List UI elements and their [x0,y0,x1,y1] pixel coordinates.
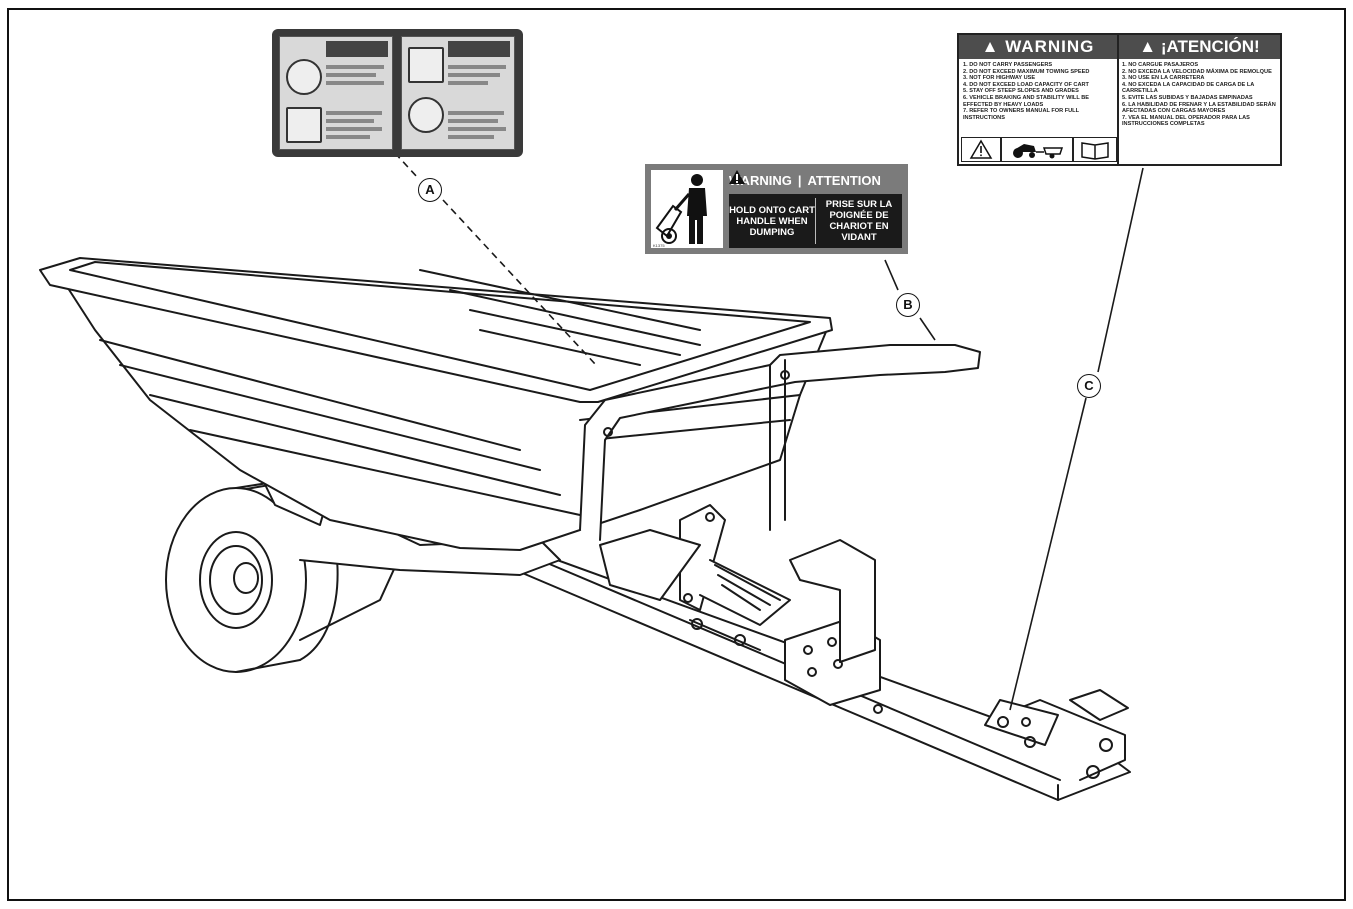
list-item: 7. VEA EL MANUAL DEL OPERADOR PARA LAS I… [1122,114,1250,128]
no-passengers-icon [286,59,322,95]
leader-c-bottom [1009,397,1087,711]
decal-b-text-english: HOLD ONTO CART HANDLE WHEN DUMPING [729,204,815,238]
list-item: 3. NOT FOR HIGHWAY USE [963,75,1036,82]
rotating-part-icon [408,97,444,133]
decal-a-right-panel [401,36,515,150]
list-item: 4. NO EXCEDA LA CAPACIDAD DE CARGA DE LA… [1122,81,1255,95]
warning-triangle-icon: ▲ [1139,37,1161,56]
decal-b-attention: ATTENTION [807,173,881,188]
decal-c-heading-en-text: WARNING [1005,37,1095,56]
wheel [165,477,406,673]
decal-b-warning: WARNING [729,173,792,188]
decal-c-heading-es-text: ¡ATENCIÓN! [1160,37,1260,56]
decal-c: ▲ WARNING ▲ ¡ATENCIÓN! 1. DO NOT CARRY P… [957,33,1282,166]
towing-icon [286,107,322,143]
list-item: 6. VEHICLE BRAKING AND STABILITY WILL BE… [963,94,1089,108]
decal-b-code: K1375 [653,243,665,248]
warning-triangle-icon: ▲ [981,37,1006,56]
list-item: 5. EVITE LAS SUBIDAS Y BAJADAS EMPINADAS [1122,94,1253,101]
decal-c-list-spanish: 1. NO CARGUE PASAJEROS 2. NO EXCEDA LA V… [1122,62,1280,128]
list-item: 3. NO USE EN LA CARRETERA [1122,75,1205,82]
decal-a-right-header [448,41,510,57]
dump-latch [599,504,791,651]
decal-a-left-panel [279,36,393,150]
decal-a [272,29,523,157]
leader-a-bottom [442,199,597,366]
decal-b-divider [815,198,816,244]
person-with-cart-icon [655,174,707,244]
decal-b: K1375 WARNING | ATTENTION HOLD ONTO CART… [645,164,908,254]
decal-b-text-french: PRISE SUR LA POIGNÉE DE CHARIOT EN VIDAN… [825,199,893,243]
leader-b-top [884,259,899,291]
warning-triangle-icon [729,170,745,184]
decal-a-left-header [326,41,388,57]
list-item: 4. DO NOT EXCEED LOAD CAPACITY OF CART [963,81,1089,88]
decal-b-body: HOLD ONTO CART HANDLE WHEN DUMPING PRISE… [729,194,902,248]
caution-triangle-icon [961,137,1001,162]
decal-b-heading: WARNING | ATTENTION [729,170,901,192]
tractor-towing-icon [1001,137,1073,162]
decal-c-heading-spanish: ▲ ¡ATENCIÓN! [1119,35,1280,59]
list-item: 2. DO NOT EXCEED MAXIMUM TOWING SPEED [963,68,1090,75]
list-item: 1. NO CARGUE PASAJEROS [1122,62,1199,68]
hitch-bracket [784,539,881,706]
decal-c-icon-row [961,137,1117,164]
cart-handle [579,344,981,541]
callout-c: C [1077,374,1101,398]
list-item: 2. NO EXCEDA LA VELOCIDAD MÁXIMA DE REMO… [1122,68,1272,75]
list-item: 1. DO NOT CARRY PASSENGERS [963,62,1053,68]
callout-b: B [896,293,920,317]
list-item: 5. STAY OFF STEEP SLOPES AND GRADES [963,88,1079,95]
decal-b-separator: | [797,173,802,188]
owners-manual-icon [1073,137,1117,162]
leader-c-top [1097,167,1144,373]
leader-a-top [394,152,419,179]
callout-a: A [418,178,442,202]
dumping-icon [408,47,444,83]
leader-b-bottom [919,317,936,341]
cart-tub [39,257,833,551]
operator-dumping-figure: K1375 [651,170,723,248]
list-item: 6. LA HABILIDAD DE FRENAR Y LA ESTABILID… [1122,101,1276,115]
decal-c-list-english: 1. DO NOT CARRY PASSENGERS 2. DO NOT EXC… [963,62,1115,121]
decal-c-heading-english: ▲ WARNING [959,35,1117,59]
list-item: 7. REFER TO OWNERS MANUAL FOR FULL INSTR… [963,108,1079,121]
decal-c-divider [1117,35,1119,164]
